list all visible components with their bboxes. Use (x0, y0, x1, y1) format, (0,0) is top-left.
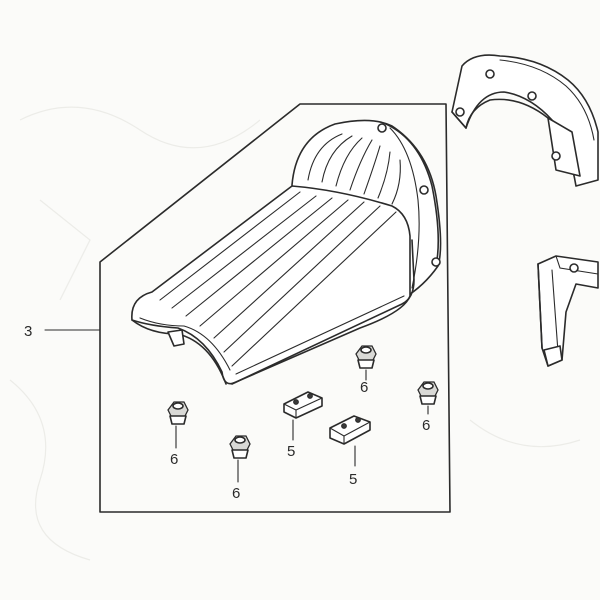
seat-mount-hole (431, 257, 441, 267)
nut-b (167, 401, 189, 425)
nut-c (229, 435, 251, 459)
adjacent-frame-bracket (537, 255, 599, 367)
callout-nut-c: 6 (232, 485, 240, 502)
callout-seat-assembly: 3 (24, 323, 32, 340)
bracket-left (283, 391, 323, 419)
callout-bracket-right: 5 (349, 471, 357, 488)
seat (131, 119, 442, 385)
adjacent-fender-part (451, 54, 599, 187)
nut-d (417, 381, 439, 405)
callout-nut-b: 6 (170, 451, 178, 468)
callout-nut-d: 6 (422, 417, 430, 434)
callout-nut-a: 6 (360, 379, 368, 396)
seat-backrest-rim (385, 123, 440, 267)
nut-a (355, 345, 377, 369)
assembly-frame (99, 103, 451, 513)
bracket-right (329, 415, 371, 445)
seat-mount-hole (419, 185, 429, 195)
seat-mount-hole (377, 123, 387, 133)
callout-bracket-left: 5 (287, 443, 295, 460)
background-ghost-lines (9, 106, 581, 561)
